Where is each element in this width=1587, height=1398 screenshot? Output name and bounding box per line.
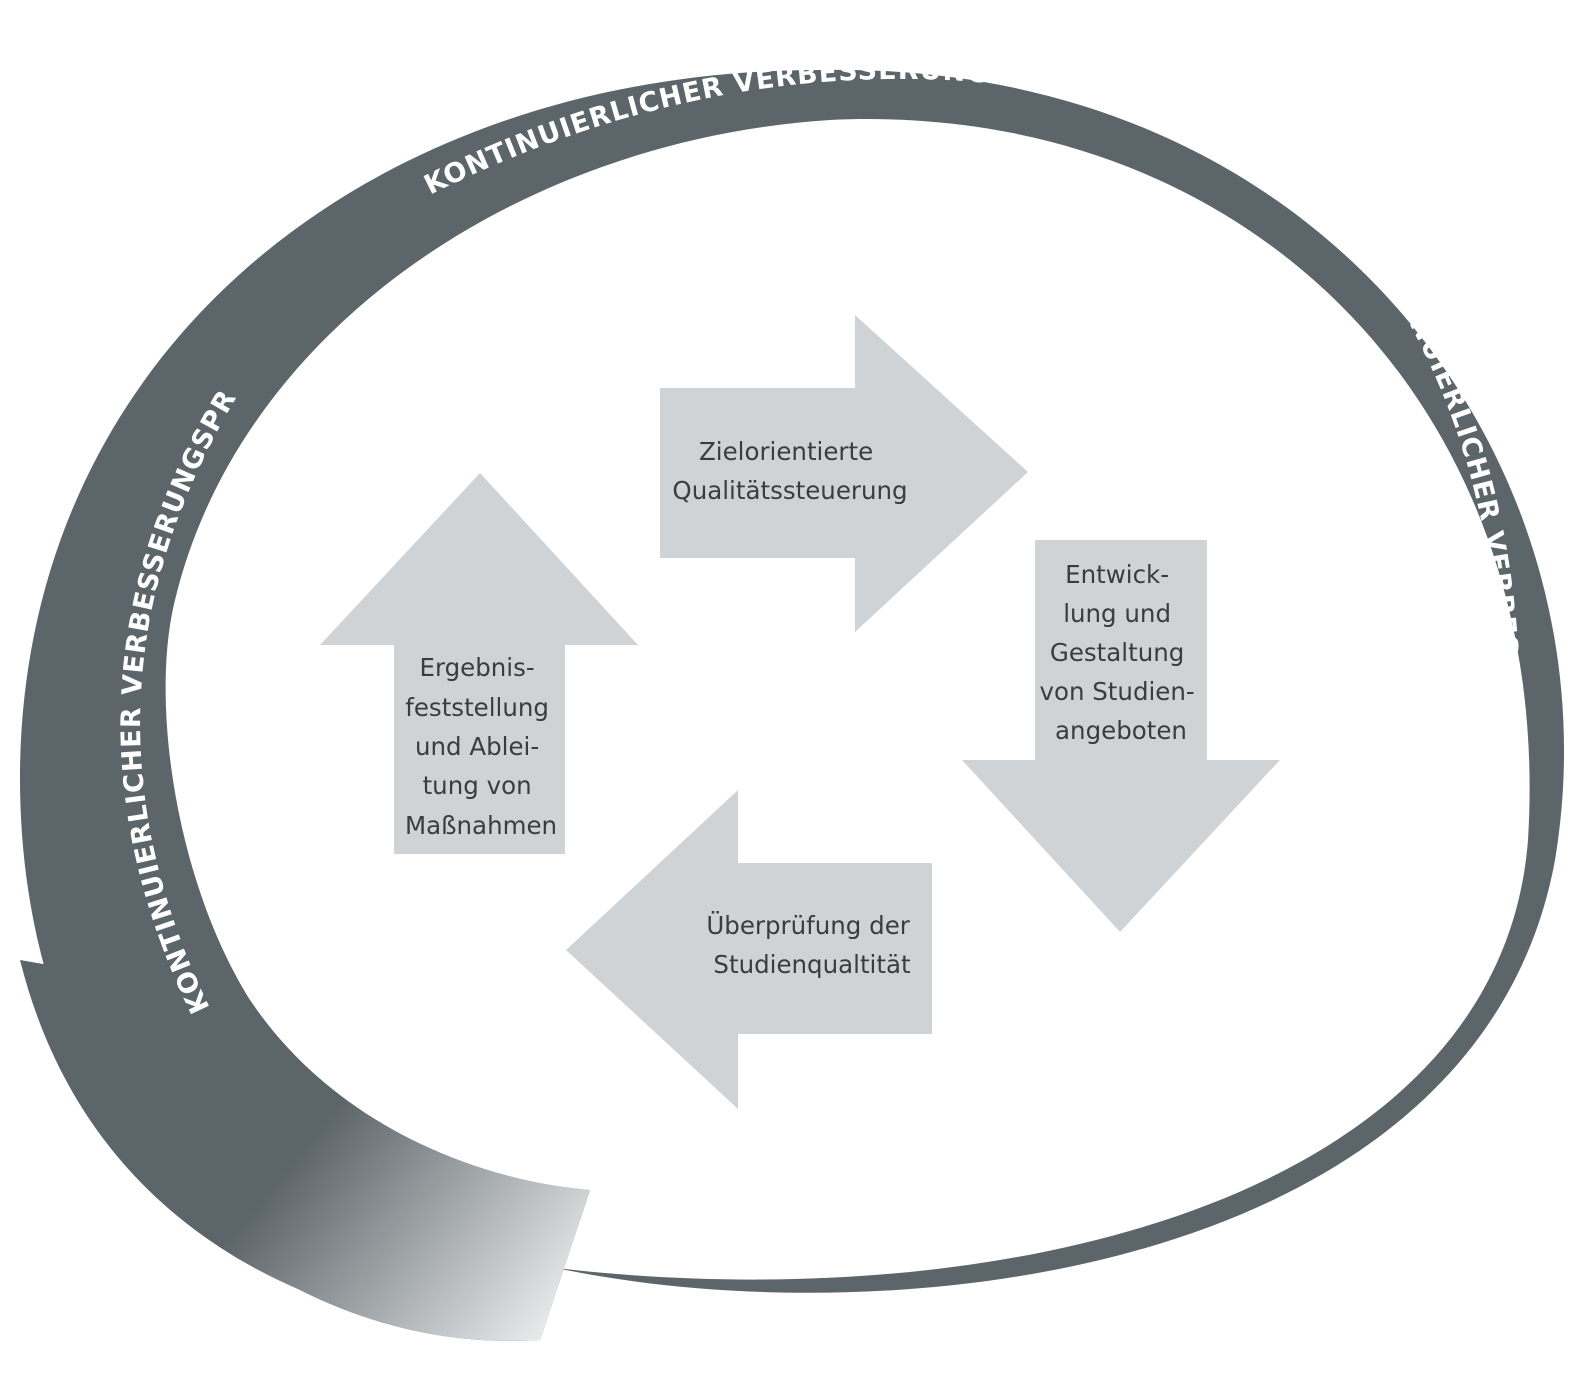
step-arrow-right: Zielorientierte Qualitätssteuerung: [660, 315, 1028, 632]
arrow-down-shape: [962, 540, 1280, 932]
step-arrow-up: Ergebnis- feststellung und Ablei- tung v…: [320, 473, 638, 854]
step-label-ergebnisfeststellung-massnahmen: Ergebnis- feststellung und Ablei- tung v…: [405, 653, 557, 840]
arrow-left-shape: [566, 790, 932, 1109]
step-arrow-left: Überprüfung der Studienqualtität: [566, 790, 932, 1109]
step-arrow-down: Entwick- lung und Gestaltung von Studien…: [962, 540, 1280, 932]
arrow-right-shape: [660, 315, 1028, 632]
step-label-ueberpruefung-studienqualitaet: Überprüfung der Studienqualtität: [706, 911, 917, 979]
step-label-entwicklung-gestaltung-studienangebote: Entwick- lung und Gestaltung von Studien…: [1039, 560, 1202, 745]
arrow-up-shape: [320, 473, 638, 854]
improvement-ring: [19, 69, 1565, 1341]
ring-band-fading-tail: [20, 960, 590, 1341]
step-label-zielorientierte-qualitaetssteuerung: Zielorientierte Qualitätssteuerung: [672, 437, 907, 505]
